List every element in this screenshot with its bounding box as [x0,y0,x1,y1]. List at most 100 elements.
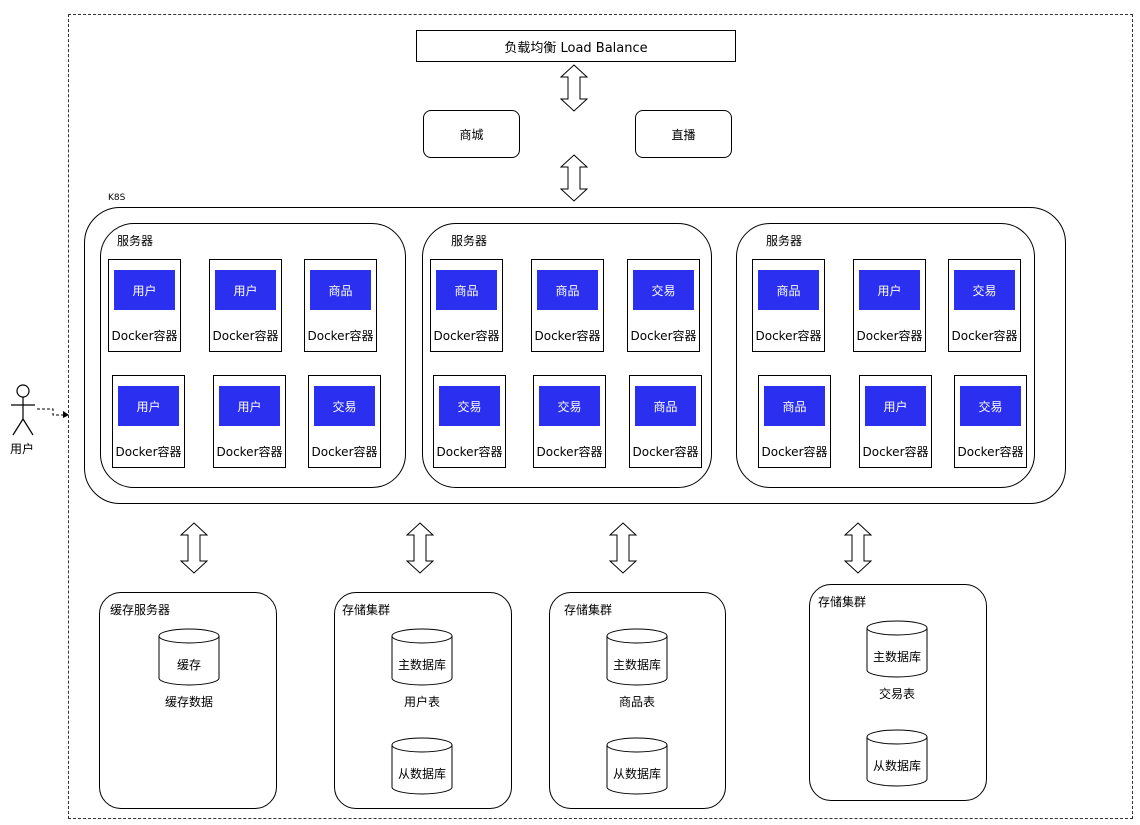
docker-container[interactable]: 用户 Docker容器 [209,259,282,352]
db-label: 主数据库 [612,658,661,672]
docker-container[interactable]: 商品 Docker容器 [304,259,377,352]
container-service-label: 用户 [118,386,179,426]
container-label: Docker容器 [951,329,1018,343]
k8s-cluster [84,207,1066,504]
container-service-label: 交易 [633,270,694,310]
table-caption: 交易表 [878,687,915,701]
server-1 [100,223,406,488]
container-service-label: 用户 [859,270,920,310]
cache-server-title: 缓存服务器 [110,603,171,617]
docker-container[interactable]: 用户 Docker容器 [213,375,286,468]
server-2 [422,223,712,488]
container-service-label: 用户 [215,270,276,310]
container-service-label: 交易 [439,386,500,426]
system-boundary [68,14,1133,819]
container-label: Docker容器 [957,445,1024,459]
double-arrow-icon [405,522,435,574]
storage-cluster-title: 存储集群 [564,603,613,617]
container-service-label: 交易 [960,386,1021,426]
docker-container[interactable]: 交易 Docker容器 [954,375,1027,468]
container-service-label: 商品 [310,270,371,310]
double-arrow-icon [559,64,589,112]
container-label: Docker容器 [862,445,929,459]
db-label: 主数据库 [397,658,446,672]
docker-container[interactable]: 用户 Docker容器 [859,375,932,468]
container-label: Docker容器 [115,445,182,459]
server-1-title: 服务器 [117,234,154,248]
double-arrow-icon [179,522,209,574]
mall-service-label: 商城 [459,127,484,142]
user-actor-icon [8,383,38,439]
load-balancer-label: 负载均衡 Load Balance [504,40,648,56]
docker-container[interactable]: 用户 Docker容器 [853,259,926,352]
user-label: 用户 [10,442,35,456]
docker-container[interactable]: 用户 Docker容器 [112,375,185,468]
replica-database-icon[interactable]: 从数据库 [606,737,668,795]
container-label: Docker容器 [216,445,283,459]
storage-cluster-products [549,592,726,809]
primary-database-icon[interactable]: 主数据库 [866,620,928,678]
container-label: Docker容器 [755,329,822,343]
docker-container[interactable]: 商品 Docker容器 [531,259,604,352]
replica-database-icon[interactable]: 从数据库 [866,729,928,787]
table-caption: 用户表 [403,695,440,709]
live-service-label: 直播 [671,127,696,142]
user-connector-arrow-icon [36,404,70,418]
docker-container[interactable]: 交易 Docker容器 [433,375,506,468]
container-label: Docker容器 [630,329,697,343]
container-label: Docker容器 [307,329,374,343]
container-service-label: 用户 [219,386,280,426]
container-label: Docker容器 [311,445,378,459]
storage-cluster-users [334,592,512,809]
replica-database-icon[interactable]: 从数据库 [391,737,453,795]
container-service-label: 交易 [954,270,1015,310]
docker-container[interactable]: 交易 Docker容器 [308,375,381,468]
container-service-label: 商品 [758,270,819,310]
server-3 [736,223,1035,488]
table-caption: 商品表 [618,695,655,709]
cache-caption: 缓存数据 [164,695,213,709]
container-service-label: 商品 [537,270,598,310]
container-service-label: 交易 [314,386,375,426]
docker-container[interactable]: 交易 Docker容器 [627,259,700,352]
storage-cluster-title: 存储集群 [342,603,391,617]
db-label: 从数据库 [397,767,446,781]
container-label: Docker容器 [436,445,503,459]
container-service-label: 用户 [114,270,175,310]
cache-server [99,592,277,809]
double-arrow-icon [559,154,589,202]
container-service-label: 用户 [865,386,926,426]
docker-container[interactable]: 交易 Docker容器 [948,259,1021,352]
container-label: Docker容器 [534,329,601,343]
container-label: Docker容器 [212,329,279,343]
container-label: Docker容器 [761,445,828,459]
primary-database-icon[interactable]: 主数据库 [606,628,668,686]
double-arrow-icon [608,522,638,574]
container-label: Docker容器 [856,329,923,343]
db-label: 从数据库 [872,759,921,773]
storage-cluster-title: 存储集群 [818,595,867,609]
container-label: Docker容器 [433,329,500,343]
docker-container[interactable]: 商品 Docker容器 [430,259,503,352]
storage-cluster-trades [809,584,987,801]
double-arrow-icon [843,522,873,574]
docker-container[interactable]: 商品 Docker容器 [752,259,825,352]
container-label: Docker容器 [536,445,603,459]
k8s-label: K8S [108,193,126,203]
live-service-box[interactable]: 直播 [635,110,732,158]
container-label: Docker容器 [632,445,699,459]
db-label: 主数据库 [872,650,921,664]
db-label: 从数据库 [612,767,661,781]
docker-container[interactable]: 商品 Docker容器 [758,375,831,468]
server-2-title: 服务器 [451,234,488,248]
container-service-label: 商品 [764,386,825,426]
load-balancer-box[interactable]: 负载均衡 Load Balance [416,30,736,62]
cache-database-icon[interactable]: 缓存 [158,628,220,686]
container-service-label: 商品 [436,270,497,310]
primary-database-icon[interactable]: 主数据库 [391,628,453,686]
mall-service-box[interactable]: 商城 [423,110,520,158]
server-3-title: 服务器 [766,234,803,248]
